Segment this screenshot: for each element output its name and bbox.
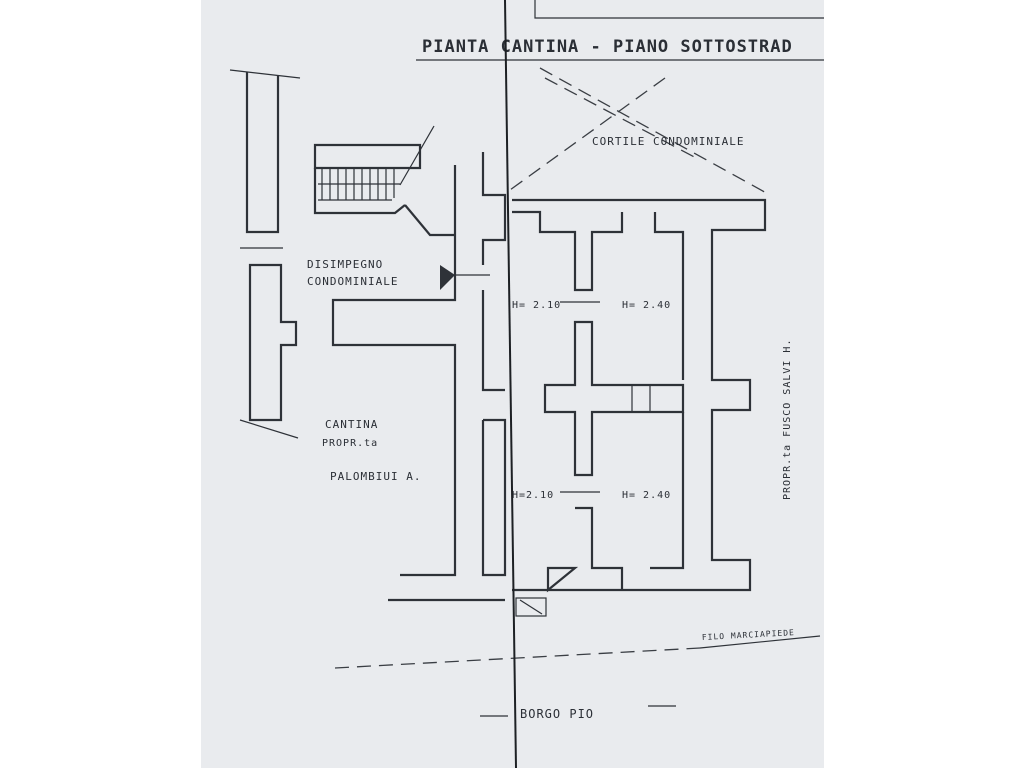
sidewalk-line: [334, 647, 701, 669]
vent-hatch: [519, 599, 543, 615]
stair-wall: [404, 204, 455, 237]
bottom-pillar: [546, 506, 624, 593]
courtyard-diagonal-2: [509, 77, 666, 191]
cantina-label-3: PALOMBIUI A.: [330, 470, 421, 483]
courtyard-diagonal-1: [539, 67, 771, 196]
height-label: H= 2.40: [622, 490, 671, 501]
cantina-label-1: CANTINA: [325, 418, 378, 431]
stair-top: [313, 143, 422, 170]
height-label: H= 2.40: [622, 300, 671, 311]
vent-opening: [515, 597, 547, 617]
height-label: H= 2.10: [512, 300, 561, 311]
wall-left-bottom: [248, 263, 298, 422]
owner-label-right: PROPR.ta FUSCO SALVI H.: [782, 339, 793, 500]
central-wall-left: [331, 165, 457, 577]
street-label: BORGO PIO: [520, 707, 594, 721]
right-block-outer: [512, 198, 767, 592]
dim-tick: [239, 419, 299, 439]
stair-outline: [313, 168, 406, 215]
dim-tick: [229, 69, 301, 79]
central-cross-pillar: [543, 320, 685, 477]
right-block-inner-right: [653, 212, 685, 380]
door-arrow: [440, 265, 455, 290]
stair-arrow: [399, 125, 435, 186]
sidewalk-line-end: [699, 635, 821, 649]
height-label: H=2.10: [512, 490, 554, 501]
central-wall-bottom: [481, 418, 507, 577]
cantina-label-2: PROPR.ta: [322, 438, 378, 449]
courtyard-label: CORTILE CONDOMINIALE: [592, 135, 744, 148]
central-wall-top: [481, 152, 507, 265]
plan-title: PIANTA CANTINA - PIANO SOTTOSTRAD: [422, 37, 793, 57]
central-wall-mid: [481, 290, 505, 392]
paper-fold: [504, 0, 517, 768]
wall-left-top: [245, 72, 280, 234]
plan-sheet: PIANTA CANTINA - PIANO SOTTOSTRAD CORTIL…: [201, 0, 824, 768]
bottom-right-pillar: [650, 560, 685, 570]
disimpegno-label-1: DISIMPEGNO: [307, 258, 383, 271]
disimpegno-label-2: CONDOMINIALE: [307, 275, 398, 288]
right-block-top-wall: [512, 210, 624, 292]
staircase-steps: [318, 168, 400, 201]
stamp-box: [534, 0, 824, 19]
courtyard-diagonal-3: [544, 77, 701, 161]
floor-plan-drawing: PIANTA CANTINA - PIANO SOTTOSTRAD CORTIL…: [229, 0, 824, 768]
